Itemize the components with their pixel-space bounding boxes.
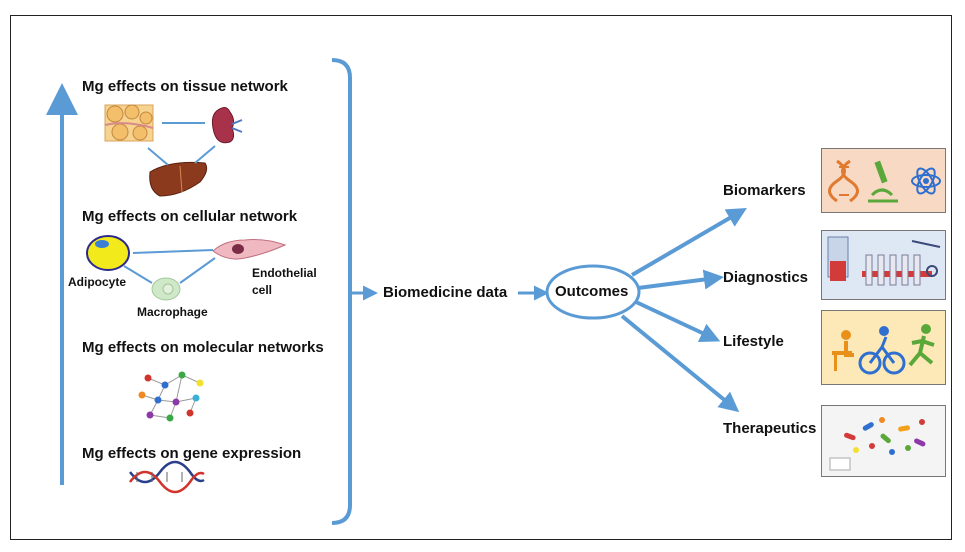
diagram-frame (10, 15, 952, 540)
outcome-lifestyle-label: Lifestyle (723, 333, 784, 350)
outcomes-ellipse (545, 264, 641, 320)
macrophage-label: Macrophage (137, 305, 208, 319)
pills-icon (829, 417, 926, 471)
diagnostics-card (821, 230, 946, 300)
cell-link (132, 249, 214, 254)
cell-link (179, 257, 216, 284)
adipose-tissue-icon (104, 104, 154, 142)
outcome-biomarkers-label: Biomarkers (723, 182, 806, 199)
therapeutics-card (821, 405, 946, 477)
arrow-to-biomarkers (630, 207, 747, 277)
endothelial-cell-icon (212, 239, 287, 260)
outcomes-label: Outcomes (555, 283, 629, 300)
arrow-to-lifestyle (635, 300, 721, 342)
lab-tubes-icon (827, 236, 941, 286)
cell-link (123, 265, 153, 284)
outcome-diagnostics-label: Diagnostics (723, 269, 809, 286)
section-title-gene-expression: Mg effects on gene expression (82, 445, 302, 462)
liver-icon (149, 161, 208, 197)
tissue-link (147, 147, 169, 166)
lifestyle-card (821, 310, 946, 385)
section-bracket (331, 58, 352, 525)
endothelial-label: Endothelial (252, 266, 317, 280)
section-title-molecular: Mg effects on molecular networks (82, 339, 324, 356)
dna-microscope-atom-icon (828, 159, 941, 203)
adipocyte-label: Adipocyte (68, 275, 127, 289)
dna-helix-icon (129, 460, 205, 494)
desk-cycling-running-icon (832, 324, 935, 375)
section-title-tissue: Mg effects on tissue network (82, 78, 288, 95)
kidney-icon (211, 107, 243, 144)
outcome-therapeutics-label: Therapeutics (723, 420, 817, 437)
macrophage-icon (151, 277, 181, 301)
adipocyte-icon (86, 235, 130, 271)
section-title-cellular: Mg effects on cellular network (82, 208, 298, 225)
arrow-to-diagnostics (637, 269, 724, 290)
biomedicine-data-label: Biomedicine data (383, 284, 508, 301)
biomarkers-card (821, 148, 946, 213)
tissue-link (194, 145, 216, 164)
molecular-network-icon (138, 371, 204, 422)
arrow-to-therapeutics (620, 314, 740, 413)
endothelial-label-cell: cell (252, 283, 273, 297)
